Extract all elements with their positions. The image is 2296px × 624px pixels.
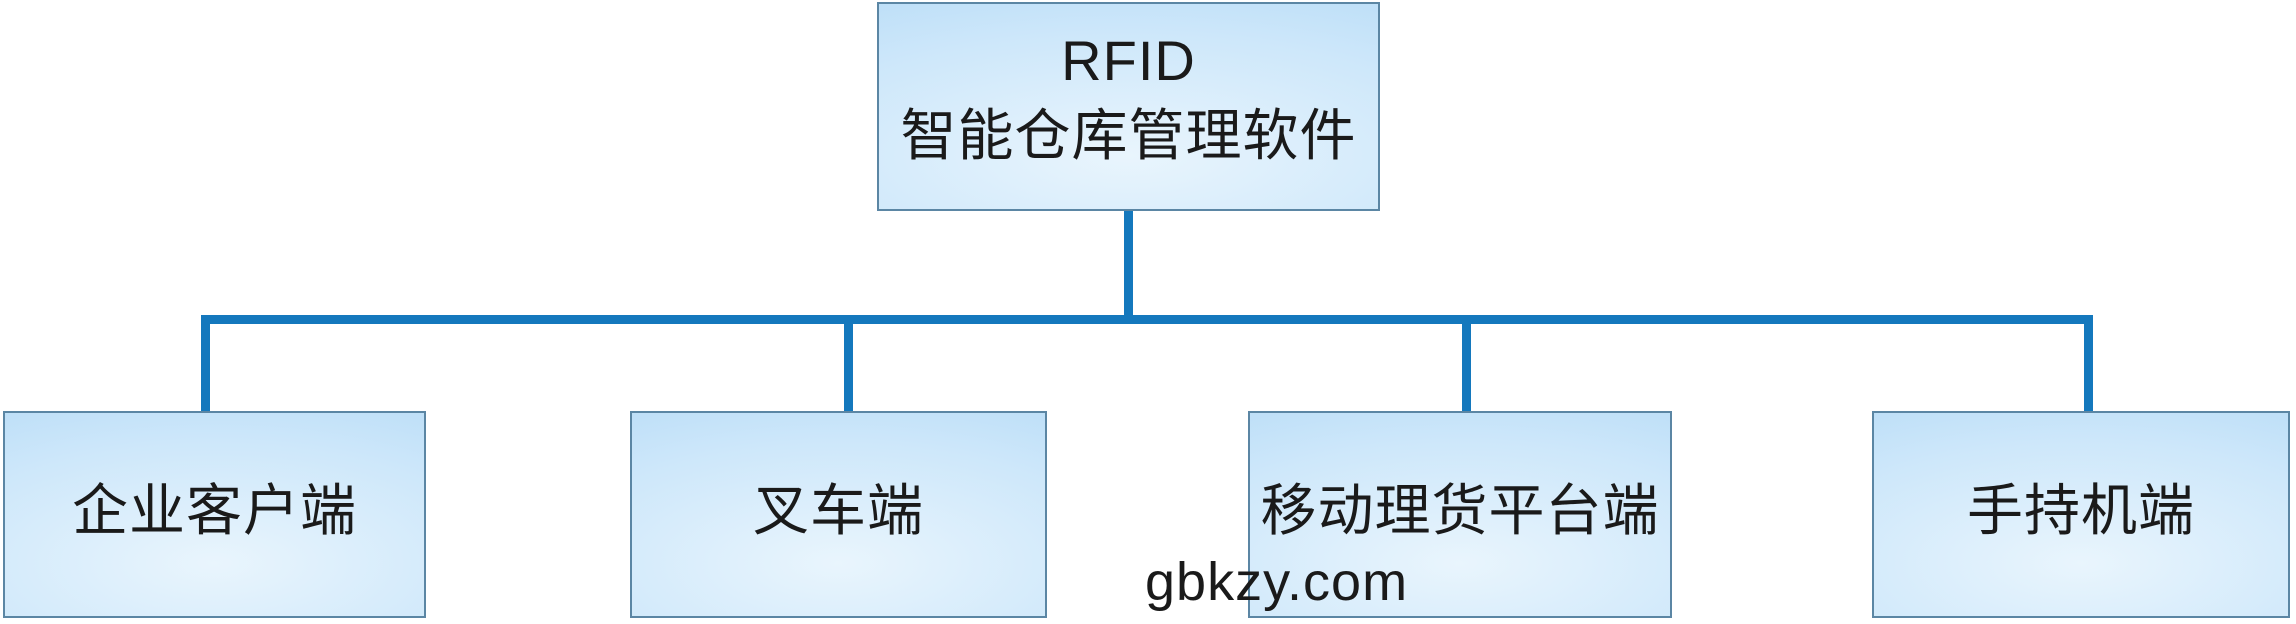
watermark-text: gbkzy.com — [1145, 552, 1409, 612]
connector-drop-enterprise-client — [201, 315, 210, 412]
node-enterprise-client: 企业客户端 — [3, 411, 426, 618]
connector-drop-forklift-client — [844, 315, 853, 412]
root-node-label-line2: 智能仓库管理软件 — [900, 103, 1357, 167]
connector-drop-mobile-tally-platform — [1462, 315, 1471, 412]
node-mobile-tally-platform-label: 移动理货平台端 — [1260, 479, 1660, 542]
connector-root-trunk — [1124, 211, 1133, 317]
node-mobile-tally-platform: 移动理货平台端 — [1248, 411, 1672, 618]
root-node-label-line1: RFID — [1061, 28, 1196, 92]
root-node: RFID 智能仓库管理软件 — [877, 2, 1380, 211]
node-forklift-client-label: 叉车端 — [753, 479, 924, 542]
connector-horizontal-bus — [201, 315, 2093, 324]
connector-drop-handheld-client — [2084, 315, 2093, 412]
node-forklift-client: 叉车端 — [630, 411, 1047, 618]
node-handheld-client-label: 手持机端 — [1967, 479, 2195, 542]
node-enterprise-client-label: 企业客户端 — [72, 479, 357, 542]
node-handheld-client: 手持机端 — [1872, 411, 2290, 618]
